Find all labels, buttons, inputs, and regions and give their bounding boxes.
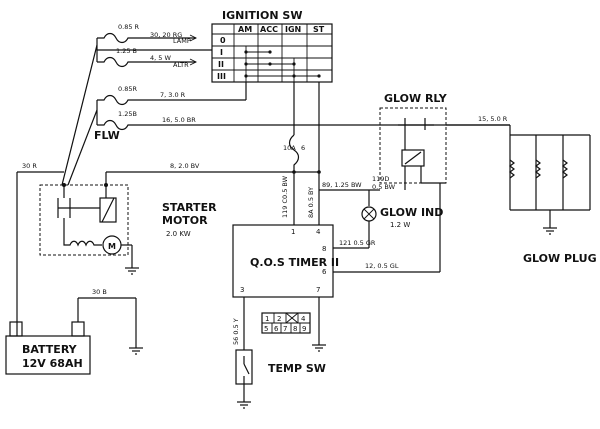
flw-label: FLW — [94, 129, 120, 142]
wire-7-3r: 7, 3.0 R — [160, 91, 186, 99]
motor-label: M — [108, 242, 116, 251]
wire-8-20bv: 8, 2.0 BV — [170, 162, 200, 170]
wire-lamp: 0.85 R — [118, 23, 140, 31]
svg-text:2: 2 — [277, 315, 281, 323]
battery-box — [5, 335, 91, 375]
glow-ind-label: GLOW IND — [380, 206, 443, 219]
starter-solenoid — [99, 197, 117, 223]
qos-timer: Q.O.S TIMER II 1 4 8 6 3 7 12, 0.5 GL 56… — [232, 182, 446, 352]
wire-6: 6 — [301, 144, 305, 152]
glow-rly-label: GLOW RLY — [384, 92, 448, 105]
col-st: ST — [313, 25, 325, 34]
col-am: AM — [238, 25, 252, 34]
ignition-table-frame — [211, 23, 333, 83]
pin-3: 3 — [240, 286, 244, 294]
battery-label-2: 12V 68AH — [22, 357, 83, 370]
wire-085r-2: 0.85R — [118, 85, 137, 93]
starter-motor: 30 R M STARTER MOTOR 2.0 KW 8, 2.0 BV — [16, 162, 319, 325]
wire-56: 56 0.5 Y — [232, 318, 240, 345]
wire-119d: 119D — [372, 175, 389, 183]
wire-12-05gl: 12, 0.5 GL — [365, 262, 399, 270]
ignition-wires: 10A 6 89, 1.25 BW 119 C0.5 BW 8A 0.5 BY — [281, 82, 380, 225]
pin-6: 6 — [322, 268, 327, 276]
svg-text:5: 5 — [264, 325, 268, 333]
wire-121: 121 0.5 GR — [339, 239, 376, 247]
row-0: 0 — [220, 36, 226, 45]
ignition-switch: IGNITION SW AM ACC IGN ST 0 I II III — [211, 9, 333, 83]
wire-15-50r: 15, 5.0 R — [478, 115, 508, 123]
pin-7: 7 — [316, 286, 320, 294]
col-ign: IGN — [285, 25, 301, 34]
wire-89: 89, 1.25 BW — [322, 181, 362, 189]
starter-frame — [39, 184, 129, 256]
pin-1: 1 — [291, 228, 295, 236]
temp-sw-label: TEMP SW — [268, 362, 326, 375]
glow-plug-label: GLOW PLUG — [523, 252, 597, 265]
svg-text:7: 7 — [283, 325, 287, 333]
row-1: I — [220, 48, 223, 57]
col-acc: ACC — [260, 25, 278, 34]
glow-relay: GLOW RLY 119D 0.5 BW — [372, 92, 510, 191]
lamp-label: LAMP — [173, 37, 191, 45]
wire-125b: 1.25B — [118, 110, 137, 118]
wire-05bw: 0.5 BW — [372, 183, 396, 191]
row-2: II — [218, 60, 224, 69]
svg-text:6: 6 — [274, 325, 279, 333]
wire-30r: 30 R — [22, 162, 37, 170]
temp-switch: TEMP SW — [235, 349, 326, 409]
svg-text:8: 8 — [293, 325, 297, 333]
svg-text:9: 9 — [302, 325, 306, 333]
connector: 1 2 4 5 6 7 8 9 — [261, 312, 311, 334]
wire-altr-dest: 4, 5 W — [150, 54, 171, 62]
starter-label-2: MOTOR — [162, 214, 208, 227]
glow-relay-frame — [379, 107, 447, 184]
ignition-sw-label: IGNITION SW — [222, 9, 302, 22]
fuse-block: 0.85 R 30, 20 RG LAMP 1.25 B 4, 5 W ALTR… — [61, 23, 510, 186]
glow-plugs: GLOW PLUG — [509, 125, 597, 265]
row-3: III — [217, 72, 226, 81]
battery-label-1: BATTERY — [22, 343, 78, 356]
wire-16-50br: 16, 5.0 BR — [162, 116, 196, 124]
glow-ind-power: 1.2 W — [390, 221, 410, 229]
pin-4: 4 — [316, 228, 321, 236]
wire-30b: 30 B — [92, 288, 107, 296]
glow-relay-coil — [401, 149, 425, 167]
starter-power: 2.0 KW — [166, 230, 191, 238]
qos-timer-label: Q.O.S TIMER II — [250, 256, 339, 269]
altr-label: ALTR — [173, 61, 189, 69]
svg-text:1: 1 — [265, 315, 269, 323]
starter-label-1: STARTER — [162, 201, 217, 214]
wire-10a: 10A — [283, 144, 296, 152]
glow-indicator: GLOW IND 1.2 W 121 0.5 GR — [333, 190, 443, 249]
wire-altr: 1.25 B — [116, 47, 137, 55]
qos-timer-box — [232, 224, 334, 298]
wire-8a: 8A 0.5 BY — [307, 187, 315, 218]
pin-8: 8 — [322, 245, 326, 253]
wire-119c: 119 C0.5 BW — [281, 175, 289, 218]
svg-text:4: 4 — [301, 315, 306, 323]
wire-lamp-dest: 30, 20 RG — [150, 31, 182, 39]
battery: BATTERY 12V 68AH 30 B — [5, 288, 143, 375]
